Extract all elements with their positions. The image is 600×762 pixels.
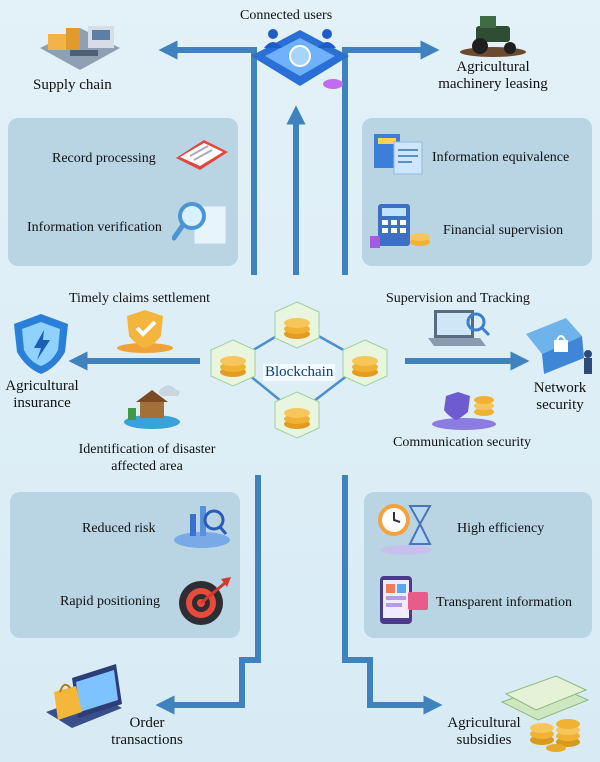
hourglass-clock-icon: [378, 504, 432, 555]
rapid-positioning-label: Rapid positioning: [60, 594, 160, 609]
network-security-label-line2: security: [536, 397, 584, 413]
laptop-search-icon: [428, 310, 491, 346]
order-label-line1: Order: [129, 715, 165, 731]
coin-stack-top: [274, 301, 320, 349]
subsidies-label-line1: Agricultural: [447, 715, 521, 731]
information-equivalence-icon: [374, 134, 423, 175]
arrow-machinery: [342, 40, 440, 275]
subsidies-label-line2: subsidies: [456, 732, 512, 748]
magnifier-document-icon: [172, 202, 227, 245]
blockchain-network-icon: [210, 301, 388, 439]
machinery-label-line1: Agricultural: [456, 59, 530, 75]
machinery-label-line2: machinery leasing: [438, 76, 548, 92]
clipboard-icon: [176, 140, 228, 170]
order-laptop-bag-icon: [46, 664, 122, 728]
phone-dashboard-icon: [380, 576, 428, 624]
coin-stack-right: [342, 339, 388, 387]
disaster-label-line2: affected area: [111, 459, 183, 474]
supervision-tracking-label: Supervision and Tracking: [386, 291, 530, 306]
disaster-label-line1: Identification of disaster: [78, 442, 216, 457]
network-security-label-line1: Network: [533, 380, 587, 396]
information-verification-label: Information verification: [27, 220, 162, 235]
claims-shield-icon: [117, 310, 173, 353]
communication-security-label: Communication security: [393, 435, 532, 450]
communication-security-icon: [432, 392, 496, 430]
supply-chain-icon: [40, 26, 120, 70]
connected-users-label: Connected users: [240, 8, 333, 23]
coin-stack-left: [210, 339, 256, 387]
risk-chart-icon: [174, 506, 230, 548]
high-efficiency-label: High efficiency: [457, 521, 545, 536]
arrow-supply-chain: [158, 40, 257, 275]
connected-users-icon: [251, 29, 349, 89]
supply-chain-label: Supply chain: [33, 77, 112, 93]
transparent-information-label: Transparent information: [436, 595, 572, 610]
information-equivalence-label: Information equivalence: [432, 150, 570, 165]
financial-supervision-label: Financial supervision: [443, 223, 564, 238]
calculator-coins-icon: [370, 204, 430, 248]
insurance-label-line1: Agricultural: [5, 378, 79, 394]
coin-stack-bottom: [274, 391, 320, 439]
record-processing-label: Record processing: [52, 151, 156, 166]
insurance-shield-icon: [14, 314, 68, 374]
arrow-order: [155, 475, 261, 715]
subsidies-money-icon: [500, 675, 590, 752]
reduced-risk-label: Reduced risk: [82, 521, 156, 536]
disaster-area-icon: [124, 385, 180, 429]
timely-claims-label: Timely claims settlement: [69, 291, 211, 306]
blockchain-label: Blockchain: [263, 364, 336, 381]
target-icon: [179, 577, 231, 625]
tractor-icon: [460, 16, 526, 57]
insurance-label-line2: insurance: [13, 395, 71, 411]
network-security-icon: [526, 318, 592, 374]
order-label-line2: transactions: [111, 732, 183, 748]
arrow-subsidies: [342, 475, 443, 715]
